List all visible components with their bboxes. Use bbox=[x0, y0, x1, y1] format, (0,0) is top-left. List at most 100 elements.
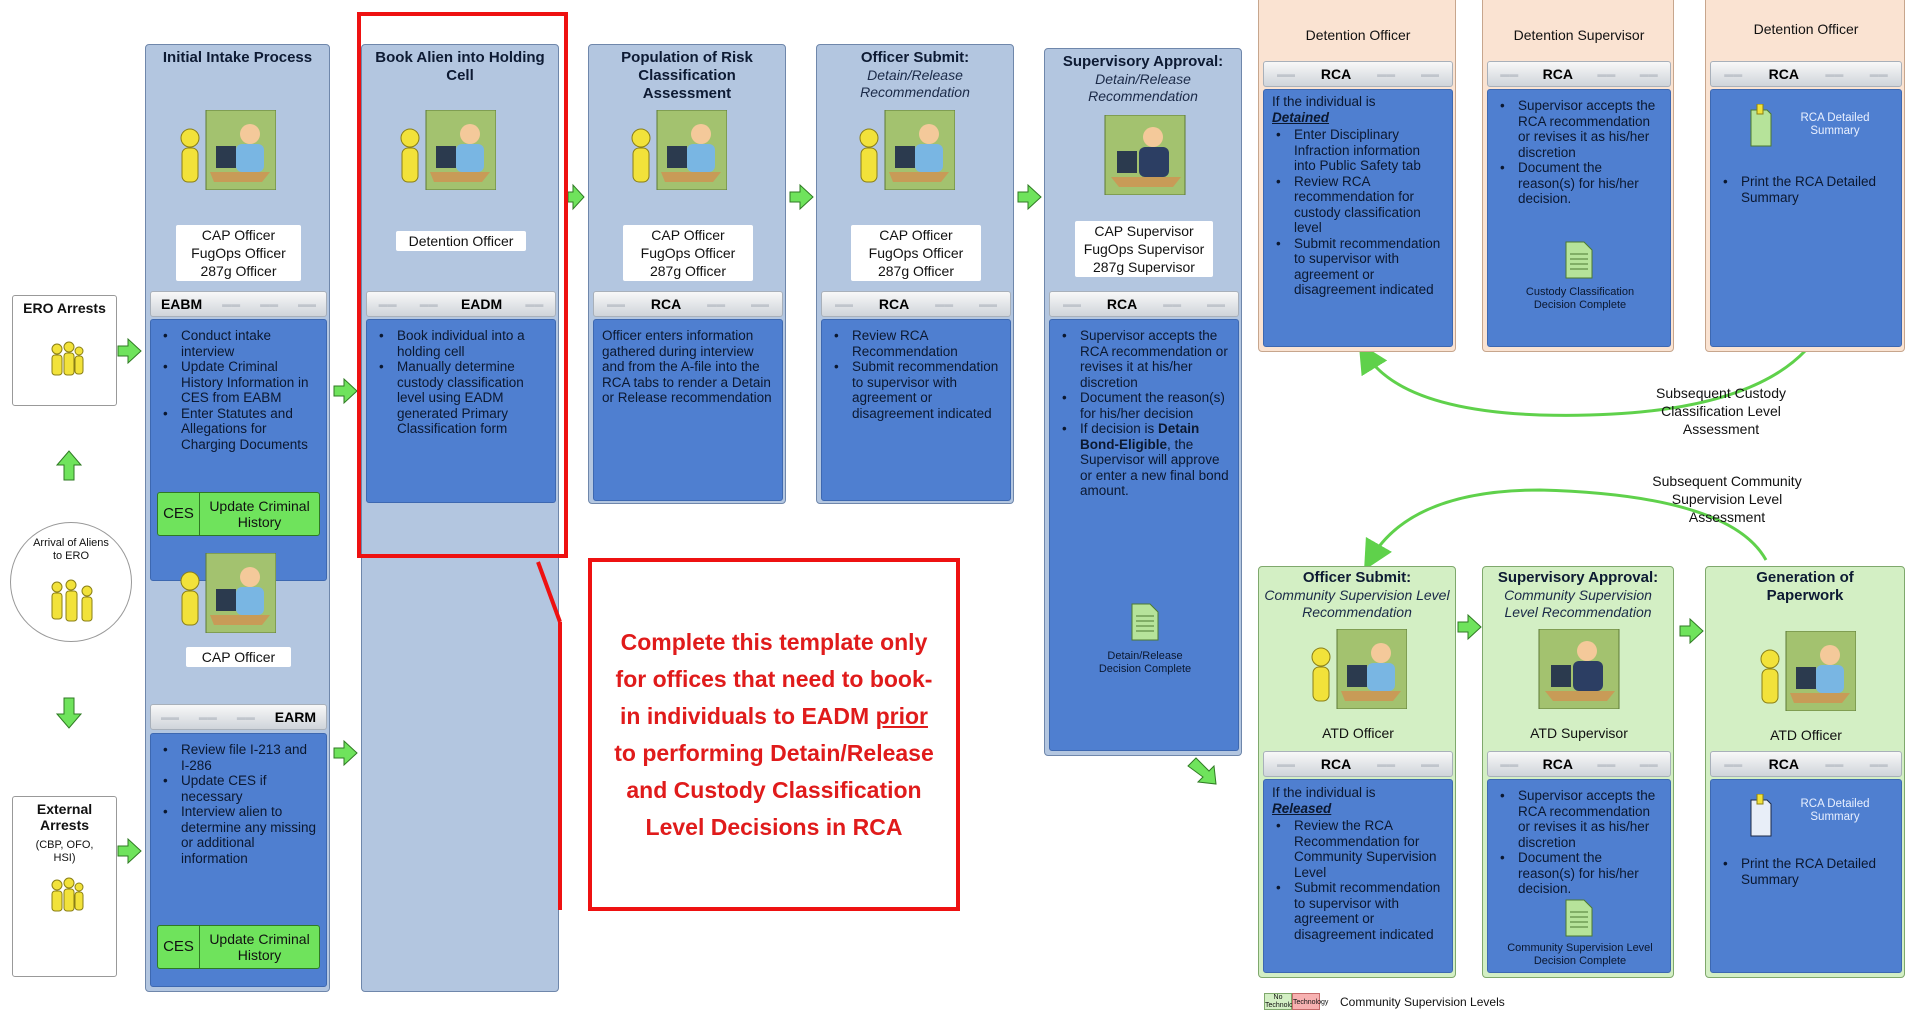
task-details: Review RCA Recommendation Submit recomme… bbox=[821, 319, 1011, 501]
update-criminal-history-button: CES Update Criminal History bbox=[157, 492, 320, 536]
task-bullet: Print the RCA Detailed Summary bbox=[1719, 856, 1893, 887]
tab-rca: RCA bbox=[650, 296, 682, 312]
tab-rca: RCA bbox=[878, 296, 910, 312]
task-bullet: Update Criminal History Information in C… bbox=[159, 359, 318, 406]
task-bullet: Submit recommendation to supervisor with… bbox=[830, 359, 1002, 421]
ero-arrests-box: ERO Arrests bbox=[12, 295, 117, 406]
arrival-label: Arrival of Aliens to ERO bbox=[33, 537, 109, 562]
tab-rca: RCA bbox=[1542, 756, 1573, 772]
tab-eadm: EADM bbox=[460, 296, 503, 312]
column-title: Officer Submit: bbox=[860, 49, 970, 66]
column-subtitle: Detain/Release Recommendation bbox=[1088, 71, 1198, 104]
tab-earm: EARM bbox=[274, 709, 317, 725]
role-label: CAP Supervisor FugOps Supervisor 287g Su… bbox=[1075, 221, 1213, 277]
generation-paperwork-column: Generation of Paperwork ATD Officer ▬▬ R… bbox=[1705, 566, 1905, 978]
task-bullet: Review the RCA Recommendation for Commun… bbox=[1272, 818, 1444, 880]
people-icon bbox=[51, 579, 93, 622]
task-details: Supervisor accepts the RCA recommendatio… bbox=[1487, 779, 1671, 973]
column-subtitle: Detain/Release Recommendation bbox=[860, 67, 970, 100]
task-details: Conduct intake interview Update Criminal… bbox=[150, 319, 327, 581]
arrow-right-icon bbox=[789, 183, 814, 211]
task-bullet: Document the reason(s) for his/her decis… bbox=[1496, 160, 1662, 207]
task-bullet: Print the RCA Detailed Summary bbox=[1719, 174, 1893, 205]
people-icon bbox=[51, 341, 84, 376]
officer-workstation-icon bbox=[400, 110, 496, 190]
external-arrests-box: External Arrests (CBP, OFO, HSI) bbox=[12, 796, 117, 977]
system-tab-bar: ▬▬▬▬▬▬ EARM bbox=[150, 704, 327, 730]
system-tab-bar: ▬▬ RCA ▬▬▬▬ bbox=[593, 291, 783, 317]
officer-submit-column: Officer Submit: Detain/Release Recommend… bbox=[816, 44, 1014, 504]
task-details: Officer enters information gathered duri… bbox=[593, 319, 783, 501]
community-supervisor-column: Supervisory Approval: Community Supervis… bbox=[1482, 566, 1674, 978]
role-label: Detention Supervisor bbox=[1513, 27, 1645, 43]
task-text: Officer enters information gathered duri… bbox=[602, 328, 772, 405]
legend-no-tech: No Technology bbox=[1264, 993, 1301, 1010]
book-alien-column: Book Alien into Holding Cell Detention O… bbox=[361, 44, 559, 992]
supervisor-workstation-icon bbox=[1538, 629, 1620, 709]
task-details: RCA Detailed Summary Print the RCA Detai… bbox=[1710, 89, 1902, 347]
task-details: Supervisor accepts the RCA recommendatio… bbox=[1487, 89, 1671, 347]
task-details: Book individual into a holding cell Manu… bbox=[366, 319, 556, 503]
task-bullet: Document the reason(s) for his/her decis… bbox=[1496, 850, 1662, 897]
summary-label: RCA Detailed Summary bbox=[1800, 112, 1870, 137]
system-tab-bar: ▬▬▬▬ EADM ▬▬ bbox=[366, 291, 556, 317]
report-icon bbox=[1750, 104, 1772, 147]
role-label: ATD Officer bbox=[1770, 727, 1842, 743]
custody-loop-label: Subsequent Custody Classification Level … bbox=[1656, 385, 1786, 437]
doc-label: Custody Classification Decision Complete bbox=[1525, 286, 1635, 311]
task-details: RCA Detailed Summary Print the RCA Detai… bbox=[1710, 779, 1902, 973]
arrival-node: Arrival of Aliens to ERO bbox=[10, 522, 132, 642]
system-tab-bar: ▬▬ RCA ▬▬▬▬ bbox=[1487, 61, 1671, 87]
legend-label: Community Supervision Levels bbox=[1340, 994, 1505, 1009]
task-bullet: Submit recommendation to supervisor with… bbox=[1272, 880, 1444, 942]
task-details: Supervisor accepts the RCA recommendatio… bbox=[1049, 319, 1239, 751]
tab-rca: RCA bbox=[1320, 66, 1352, 82]
arrow-right-icon bbox=[333, 739, 358, 767]
external-arrests-title: External Arrests bbox=[36, 801, 93, 833]
system-tab-bar: ▬▬ RCA ▬▬▬▬ bbox=[1049, 291, 1239, 317]
system-tab-bar: ▬▬ RCA ▬▬▬▬ bbox=[1263, 61, 1453, 87]
doc-label: Detain/Release Decision Complete bbox=[1098, 650, 1192, 675]
task-bullet: Manually determine custody classificatio… bbox=[375, 359, 547, 437]
task-bullet: Conduct intake interview bbox=[159, 328, 318, 359]
column-title: Supervisory Approval: bbox=[1497, 569, 1659, 586]
legend-tech: Technology bbox=[1292, 993, 1328, 1010]
legend: No Technology Technology Community Super… bbox=[1264, 993, 1505, 1010]
initial-intake-column: Initial Intake Process CAP Officer FugOp… bbox=[145, 44, 330, 992]
officer-workstation-icon bbox=[859, 110, 955, 190]
document-icon bbox=[1565, 899, 1593, 937]
column-title: Generation of Paperwork bbox=[1756, 569, 1854, 604]
column-title: Initial Intake Process bbox=[162, 49, 313, 66]
tab-rca: RCA bbox=[1320, 756, 1352, 772]
arrow-right-icon bbox=[567, 183, 585, 211]
column-subtitle: Community Supervision Level Recommendati… bbox=[1504, 587, 1652, 620]
system-tab-bar: ▬▬ RCA ▬▬▬▬ bbox=[1710, 751, 1902, 777]
officer-workstation-icon bbox=[631, 110, 727, 190]
custody-officer-column: Detention Officer ▬▬ RCA ▬▬▬▬ If the ind… bbox=[1258, 0, 1456, 352]
arrow-right-icon bbox=[117, 337, 142, 365]
external-arrests-sub: (CBP, OFO, HSI) bbox=[35, 839, 94, 864]
task-bullet: If decision is Detain Bond-Eligible, the… bbox=[1058, 421, 1230, 499]
system-tab-bar: ▬▬ RCA ▬▬▬▬ bbox=[1263, 751, 1453, 777]
doc-label: Community Supervision Level Decision Com… bbox=[1507, 942, 1653, 967]
role-label: CAP Officer FugOps Officer 287g Officer bbox=[176, 225, 301, 281]
system-tab-bar: ▬▬ RCA ▬▬▬▬ bbox=[821, 291, 1011, 317]
people-icon bbox=[51, 877, 84, 912]
task-bullet: Interview alien to determine any missing… bbox=[159, 804, 318, 866]
task-bullet: Enter Disciplinary Infraction informatio… bbox=[1272, 127, 1444, 174]
task-bullet: Supervisor accepts the RCA recommendatio… bbox=[1058, 328, 1230, 390]
arrow-right-icon bbox=[1679, 617, 1704, 645]
task-bullet: Review RCA recommendation for custody cl… bbox=[1272, 174, 1444, 236]
tab-rca: RCA bbox=[1768, 66, 1799, 82]
role-label: Detention Officer bbox=[1753, 21, 1859, 37]
task-bullet: Review RCA Recommendation bbox=[830, 328, 1002, 359]
highlight-frame bbox=[357, 12, 568, 558]
task-bullet: Enter Statutes and Allegations for Charg… bbox=[159, 406, 318, 453]
column-title: Book Alien into Holding Cell bbox=[375, 49, 545, 84]
community-loop-label: Subsequent Community Supervision Level A… bbox=[1652, 473, 1802, 525]
system-tab-bar: ▬▬ RCA ▬▬▬▬ bbox=[1710, 61, 1902, 87]
task-bullet: Update CES if necessary bbox=[159, 773, 318, 804]
